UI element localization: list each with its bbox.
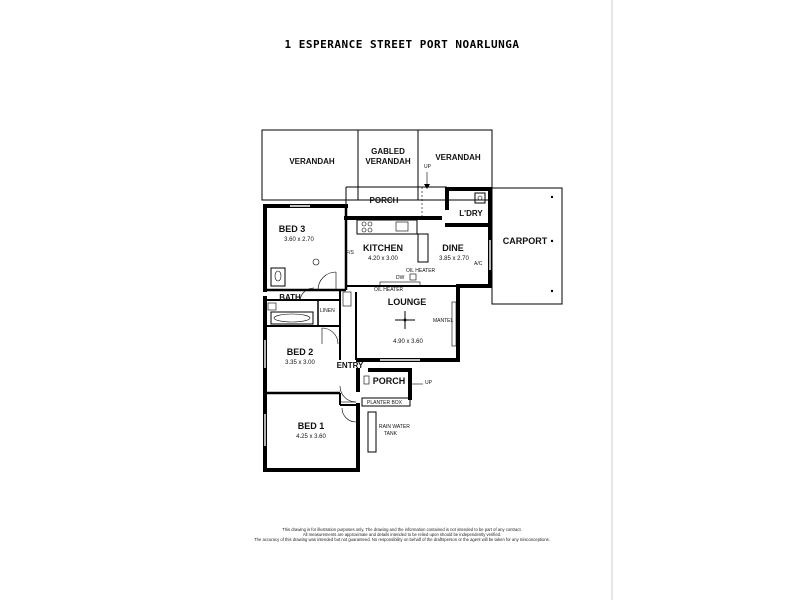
step-up-top-label: UP <box>424 164 432 170</box>
bed1-dimensions: 4.25 x 3.60 <box>296 434 326 440</box>
ceiling-fan-symbol <box>395 311 415 329</box>
kitchen-dimensions: 4.20 x 3.00 <box>368 256 398 262</box>
wc-toilet <box>270 267 286 287</box>
verandah-right-label: VERANDAH <box>435 153 481 162</box>
step-up-front-label: UP <box>425 380 433 386</box>
window-lines <box>263 204 492 446</box>
bed2-door <box>321 327 339 345</box>
lounge-heater <box>342 291 352 307</box>
rain-water-label-2: TANK <box>384 431 398 437</box>
dine-dimensions: 3.85 x 2.70 <box>439 256 469 262</box>
step-up-arrow <box>424 172 430 189</box>
gabled-verandah-label-1: GABLED <box>371 147 405 156</box>
bed3-label: BED 3 <box>279 224 306 234</box>
disclaimer-line-2: All measurements are approximate and det… <box>303 532 501 537</box>
oil-heater-label-upper: OIL HEATER <box>406 268 436 274</box>
bed2-label: BED 2 <box>287 347 314 357</box>
oil-heater-symbol <box>409 273 417 281</box>
verandah-left-label: VERANDAH <box>289 157 335 166</box>
verandah-area <box>261 129 493 201</box>
bath-fixtures <box>267 287 315 325</box>
kitchen-label: KITCHEN <box>363 243 403 253</box>
planter-box-label: PLANTER BOX <box>367 400 403 406</box>
kitchen-bench <box>356 219 429 263</box>
entry-door <box>339 385 357 403</box>
rain-water-tank <box>367 411 377 453</box>
lounge-dimensions: 4.90 x 3.60 <box>393 339 423 345</box>
bed1-label: BED 1 <box>298 421 325 431</box>
air-conditioner-label: A/C <box>474 261 483 267</box>
dine-label: DINE <box>442 243 464 253</box>
dishwasher-label: DW <box>396 275 405 281</box>
front-step-arrow <box>408 382 423 386</box>
mantel-label: MANTEL <box>433 318 454 324</box>
bed2-dimensions: 3.35 x 3.00 <box>285 360 315 366</box>
bed3-dimensions: 3.60 x 2.70 <box>284 237 314 243</box>
kitchen-lounge-bench <box>379 281 421 287</box>
entry-label: ENTRY <box>337 361 364 370</box>
disclaimer-line-3: The accuracy of this drawing was intende… <box>254 537 550 542</box>
rear-porch-label: PORCH <box>370 196 399 205</box>
linen-label: LINEN <box>320 308 335 314</box>
bed1-door <box>341 407 357 423</box>
front-porch-label: PORCH <box>373 376 406 386</box>
ensuite-basin <box>312 258 320 266</box>
disclaimer-line-1: This drawing is for illustration purpose… <box>282 527 522 532</box>
lounge-label: LOUNGE <box>388 297 427 307</box>
mantel-fireplace <box>451 301 457 347</box>
page-title: 1 ESPERANCE STREET PORT NOARLUNGA <box>284 38 519 51</box>
front-porch-post <box>363 375 370 385</box>
interior-walls <box>265 206 458 406</box>
planter-box <box>361 397 411 407</box>
bed3-door <box>317 271 337 291</box>
carport-label: CARPORT <box>503 236 548 246</box>
rain-water-label-1: RAIN WATER <box>379 424 410 430</box>
bath-label: BATH <box>279 293 301 302</box>
gabled-verandah-label-2: VERANDAH <box>365 157 411 166</box>
laundry-label: L'DRY <box>459 209 483 218</box>
fridge-space-label: F/S <box>346 250 354 256</box>
laundry-trough <box>474 192 486 204</box>
oil-heater-label-lower: OIL HEATER <box>374 287 404 293</box>
windows <box>264 205 491 446</box>
carport-area <box>491 187 563 305</box>
